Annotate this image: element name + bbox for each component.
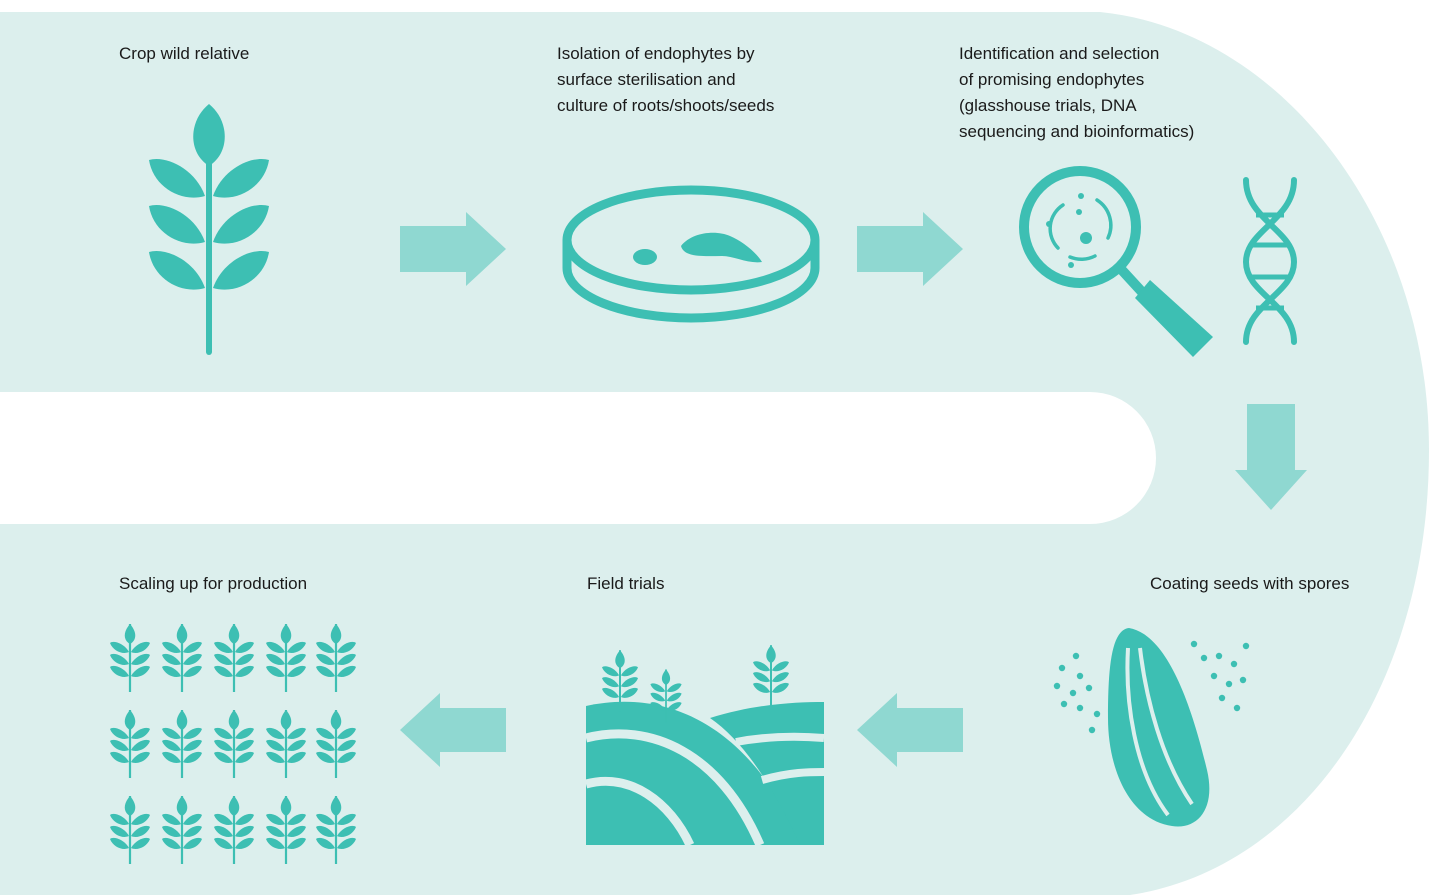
arrow-right-1	[400, 212, 506, 286]
label-coating-seeds: Coating seeds with spores	[1150, 571, 1349, 597]
label-line: culture of roots/shoots/seeds	[557, 96, 775, 115]
label-line: Field trials	[587, 574, 665, 593]
field-icon	[584, 644, 825, 847]
label-scaling-up: Scaling up for production	[119, 571, 307, 597]
label-line: Coating seeds with spores	[1150, 574, 1350, 593]
arrow-left-1	[857, 693, 963, 767]
dna-icon	[1242, 177, 1298, 345]
label-line: Crop wild relative	[119, 44, 250, 63]
label-line: (glasshouse trials, DNA	[959, 96, 1137, 115]
label-isolation: Isolation of endophytes by surface steri…	[557, 41, 774, 119]
label-line: sequencing and bioinformatics)	[959, 122, 1195, 141]
arrow-right-2	[857, 212, 963, 286]
magnifier-microbes-icon	[1019, 166, 1213, 357]
label-line: surface sterilisation and	[557, 70, 736, 89]
arrow-down	[1235, 404, 1307, 510]
arrow-left-2	[400, 693, 506, 767]
label-field-trials: Field trials	[587, 571, 664, 597]
label-crop-wild-relative: Crop wild relative	[119, 41, 249, 67]
label-line: Scaling up for production	[119, 574, 308, 593]
seed-spores-icon	[1053, 628, 1250, 827]
label-identification: Identification and selection of promisin…	[959, 41, 1194, 145]
label-line: of promising endophytes	[959, 70, 1145, 89]
process-band	[0, 12, 1429, 895]
wheat-stalk-icon	[149, 104, 269, 355]
label-line: Isolation of endophytes by	[557, 44, 755, 63]
label-line: Identification and selection	[959, 44, 1160, 63]
petri-dish-icon	[562, 185, 820, 323]
